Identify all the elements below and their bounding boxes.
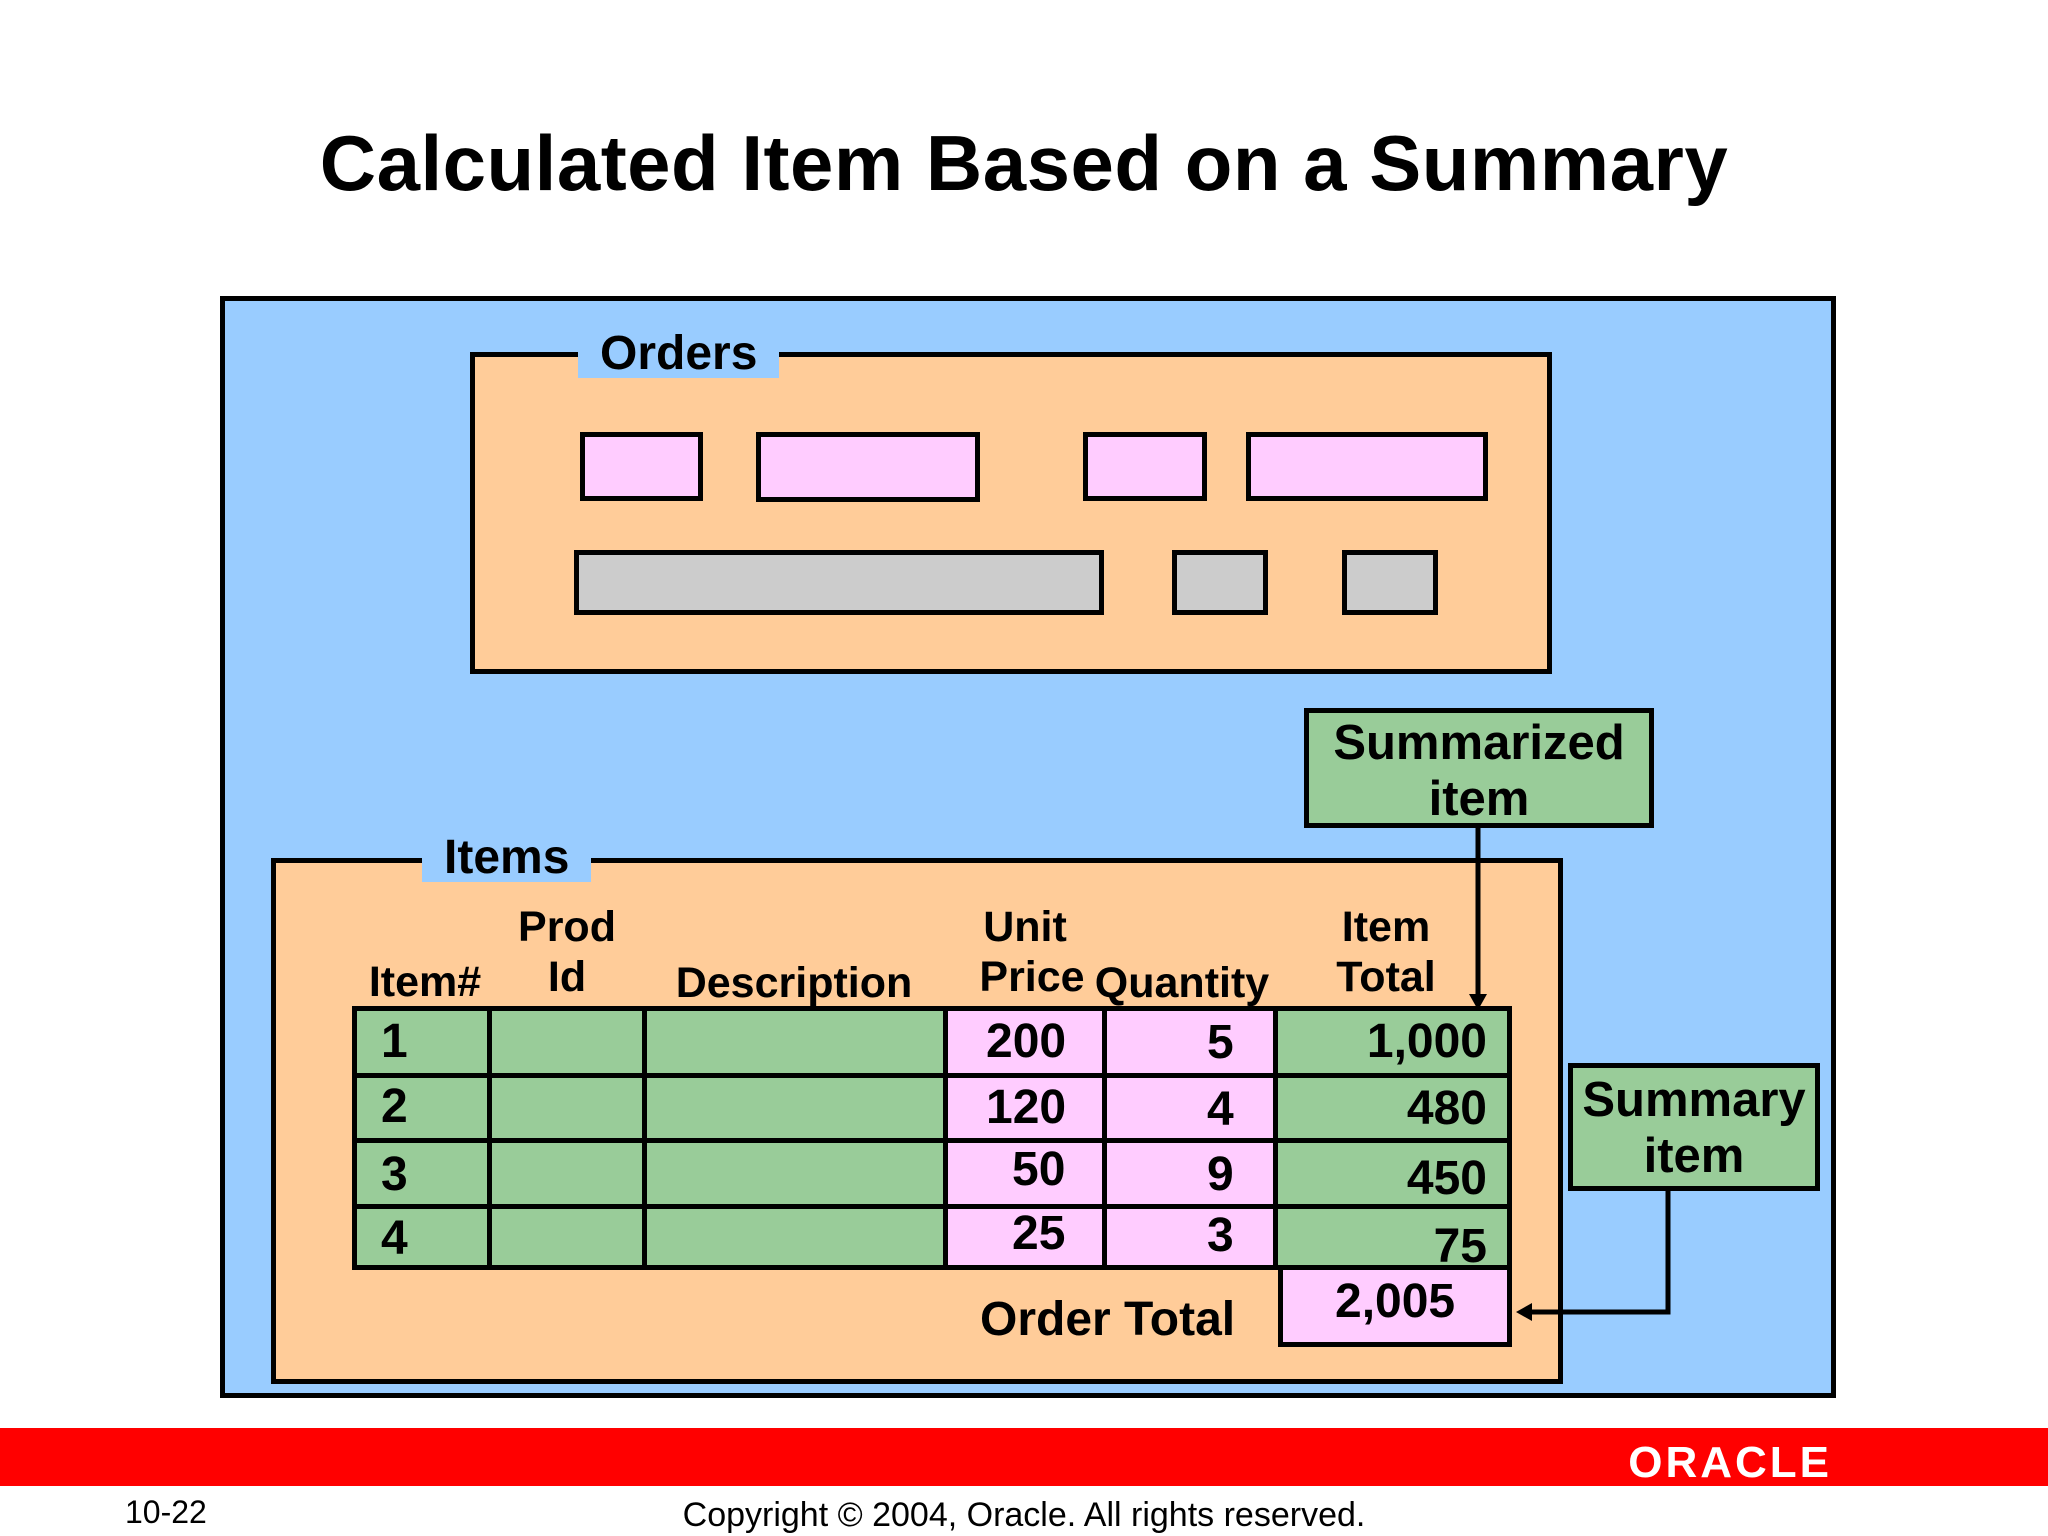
summarized-item-callout-line2: item	[1428, 772, 1530, 826]
orders-field-4[interactable]	[1246, 432, 1488, 501]
copyright-text: Copyright © 2004, Oracle. All rights res…	[682, 1496, 1366, 1534]
order-total-label: Order Total	[980, 1293, 1236, 1346]
header-unit-price-line1: Unit	[983, 903, 1067, 951]
header-unit-price-line2: Price	[979, 953, 1085, 1001]
items-grid: 1 200 5 1,000 2 120 4 480 3 50 9 450 4 2…	[352, 1006, 1512, 1270]
summary-item-callout-line1: Summary	[1582, 1073, 1806, 1127]
page-number: 10-22	[125, 1494, 207, 1530]
orders-field-7[interactable]	[1342, 550, 1438, 615]
orders-field-6[interactable]	[1172, 550, 1268, 615]
summary-connector-line	[1530, 1191, 1671, 1315]
cell-description[interactable]	[642, 1204, 948, 1270]
cell-prod-id[interactable]	[487, 1138, 647, 1209]
cell-unit-price[interactable]: 50	[943, 1138, 1107, 1209]
summarized-item-callout: Summarized item	[1304, 708, 1654, 828]
header-prod-id-line1: Prod	[518, 903, 616, 951]
cell-unit-price[interactable]: 200	[943, 1006, 1107, 1078]
cell-unit-price[interactable]: 25	[943, 1204, 1107, 1270]
cell-quantity[interactable]: 3	[1102, 1204, 1278, 1270]
orders-frame	[470, 352, 1552, 674]
orders-frame-label: Orders	[578, 330, 780, 378]
cell-description[interactable]	[642, 1138, 948, 1209]
cell-item-no[interactable]: 4	[352, 1204, 492, 1270]
cell-item-total: 1,000	[1273, 1006, 1512, 1078]
summary-item-callout-line2: item	[1643, 1129, 1745, 1183]
header-quantity: Quantity	[1094, 959, 1270, 1007]
order-total-field: 2,005	[1278, 1265, 1512, 1347]
orders-field-2[interactable]	[756, 432, 980, 502]
orders-field-1[interactable]	[580, 432, 703, 501]
cell-prod-id[interactable]	[487, 1204, 647, 1270]
summarized-arrowhead	[1469, 994, 1487, 1010]
items-frame-label: Items	[422, 834, 592, 882]
summarized-item-callout-line1: Summarized	[1333, 716, 1625, 770]
cell-item-total: 480	[1273, 1073, 1512, 1143]
footer-bar	[0, 1428, 2048, 1486]
header-item-total-line1: Item	[1341, 903, 1431, 951]
oracle-logo: ORACLE	[1628, 1438, 1832, 1487]
header-description: Description	[675, 959, 913, 1007]
header-item-total-line2: Total	[1336, 953, 1436, 1001]
cell-item-total: 75	[1273, 1204, 1512, 1270]
header-prod-id-line2: Id	[547, 953, 587, 1001]
header-item-no: Item#	[368, 958, 482, 1006]
orders-field-3[interactable]	[1083, 432, 1207, 501]
orders-field-5[interactable]	[574, 550, 1104, 615]
cell-quantity[interactable]: 9	[1102, 1138, 1278, 1209]
slide-title: Calculated Item Based on a Summary	[319, 119, 1729, 207]
summary-arrowhead	[1516, 1303, 1532, 1321]
summary-item-callout: Summary item	[1568, 1063, 1820, 1191]
